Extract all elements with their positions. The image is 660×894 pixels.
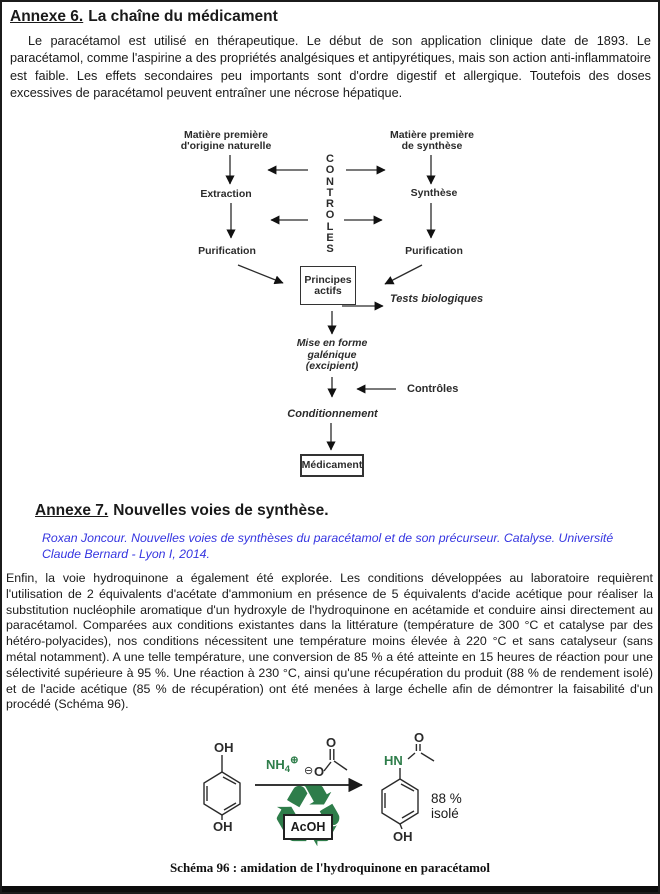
hydroxyl-label: OH <box>214 740 234 755</box>
acoh-label-box: AcOH <box>283 814 333 840</box>
hydroxyl-label: OH <box>213 819 233 834</box>
annex6-title: La chaîne du médicament <box>88 8 278 25</box>
ammonium-acetate-structure: NH4⊕ ⊖ O O <box>266 735 348 779</box>
annex7-heading: Annexe 7.Nouvelles voies de synthèse. <box>35 502 329 520</box>
carbonyl-oxygen-label: O <box>414 730 424 745</box>
annex6-label: Annexe 6. <box>10 8 84 25</box>
reaction-scheme-drawing: OH OH NH4⊕ ⊖ O O <box>203 730 462 844</box>
annex6-heading: Annexe 6.La chaîne du médicament <box>10 8 278 26</box>
yield-value: 88 % <box>431 791 462 806</box>
carbonyl-oxygen-label: O <box>326 735 336 750</box>
annex7-label: Annexe 7. <box>35 502 109 519</box>
minus-charge: ⊖ <box>304 765 313 777</box>
reference-citation: Roxan Joncour. Nouvelles voies de synthè… <box>42 531 614 561</box>
flow-node-purification-left: Purification <box>198 245 256 257</box>
flow-node-extraction: Extraction <box>200 188 252 200</box>
acetate-oxygen-label: O <box>314 764 324 779</box>
paracetamol-structure: O HN OH 88 % isolé <box>381 730 462 844</box>
flow-node-tests-biologiques: Tests biologiques <box>390 293 484 305</box>
annex6-paragraph: Le paracétamol est utilisé en thérapeuti… <box>10 34 651 101</box>
amide-label: HN <box>384 753 403 768</box>
flow-node-purification-right: Purification <box>405 245 463 257</box>
yield-label: isolé <box>431 806 459 821</box>
flow-node-synthese: Synthèse <box>410 187 458 199</box>
reaction-scheme: OH OH NH4⊕ ⊖ O O <box>2 722 658 872</box>
flow-node-conditionnement: Conditionnement <box>287 408 378 420</box>
flow-node-principes-actifs: Principes actifs <box>300 266 356 305</box>
flow-node-controles: Contrôles <box>407 383 459 395</box>
flowchart-arrows <box>225 155 436 451</box>
annex7-title: Nouvelles voies de synthèse. <box>113 502 329 519</box>
flow-node-medicament: Médicament <box>300 454 364 477</box>
annex7-paragraph: Enfin, la voie hydroquinone a également … <box>6 571 653 712</box>
medication-chain-flowchart: Matière première d'origine naturelle Mat… <box>2 122 658 478</box>
bottom-divider-bar <box>2 886 658 892</box>
flow-node-raw-material-natural: Matière première d'origine naturelle <box>180 129 272 152</box>
flow-node-raw-material-synthetic: Matière première de synthèse <box>389 129 475 152</box>
ammonium-label: NH4⊕ <box>266 755 298 775</box>
hydroquinone-structure: OH OH <box>203 740 241 834</box>
hydroxyl-label: OH <box>393 829 413 844</box>
flow-node-mise-en-forme: Mise en forme galénique (excipient) <box>296 337 368 372</box>
scheme-caption: Schéma 96 : amidation de l'hydroquinone … <box>169 860 491 875</box>
flow-node-controles-vertical: CONTROLES <box>325 153 335 256</box>
